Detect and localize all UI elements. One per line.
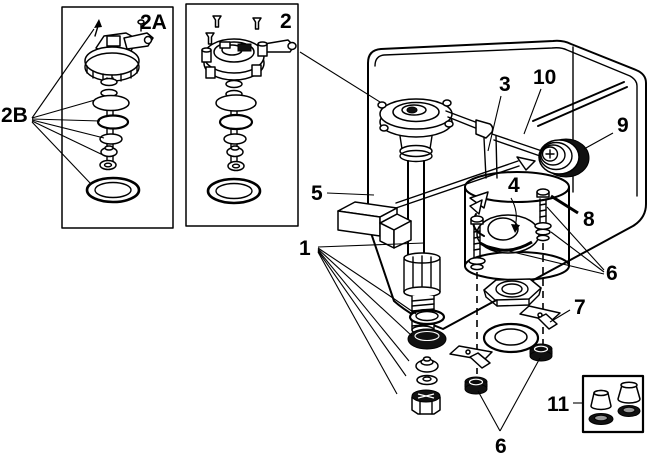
callout-10: 10 <box>533 66 556 89</box>
flush-seal <box>469 197 540 254</box>
callout-4: 4 <box>508 174 520 197</box>
inlet-stack <box>407 308 447 415</box>
screw-icon <box>94 19 102 37</box>
float-assembly <box>337 156 536 249</box>
callout-7: 7 <box>574 296 586 319</box>
nut-right <box>529 343 553 362</box>
callout-5: 5 <box>311 182 323 205</box>
bolt-right <box>534 188 552 242</box>
leader-7 <box>549 309 571 323</box>
leader-3 <box>487 95 502 152</box>
callout-9: 9 <box>617 114 629 137</box>
callout-11: 11 <box>547 393 570 416</box>
valve-head-2 <box>201 38 297 81</box>
callout-8: 8 <box>583 208 595 231</box>
nut-left <box>464 376 488 395</box>
rod-flag <box>516 156 536 171</box>
leader-1 <box>317 242 425 395</box>
seal-stack-2a <box>85 77 141 204</box>
bolt-left <box>468 215 486 271</box>
fill-valve <box>377 98 547 335</box>
supply-locknut <box>411 389 441 415</box>
leader-6-upper <box>483 206 605 275</box>
leader-8 <box>550 194 579 215</box>
actuator-tube <box>483 137 487 179</box>
lever-clevis <box>475 119 494 139</box>
callout-3: 3 <box>499 73 511 96</box>
callout-2: 2 <box>280 10 292 33</box>
leader-9 <box>583 132 614 150</box>
bolt-cap-kit-box <box>581 374 645 434</box>
canister-assembly <box>449 171 570 395</box>
leader-2b <box>31 28 105 185</box>
callout-2a: 2A <box>140 11 167 34</box>
valve-cap-2a <box>84 19 154 83</box>
panel-2: 2 <box>185 3 397 227</box>
callout-1: 1 <box>299 237 311 260</box>
leader-10 <box>523 88 542 135</box>
callout-6-upper: 6 <box>606 262 618 285</box>
panel-2a: 2A <box>1 6 174 229</box>
locknut-flush <box>483 278 542 307</box>
leader-6-lower <box>477 357 541 432</box>
callout-2b: 2B <box>1 104 28 127</box>
tank-gasket <box>449 305 561 369</box>
seal-stack-2 <box>206 79 262 205</box>
float-rod <box>395 160 519 204</box>
bolt-cap-left <box>588 389 614 425</box>
outlet-seal <box>538 138 590 178</box>
callout-6-lower: 6 <box>495 435 507 458</box>
leader-5 <box>326 192 375 196</box>
callouts: 1 3 10 9 5 4 8 6 7 6 <box>299 66 629 458</box>
bolt-cap-right <box>617 381 641 417</box>
